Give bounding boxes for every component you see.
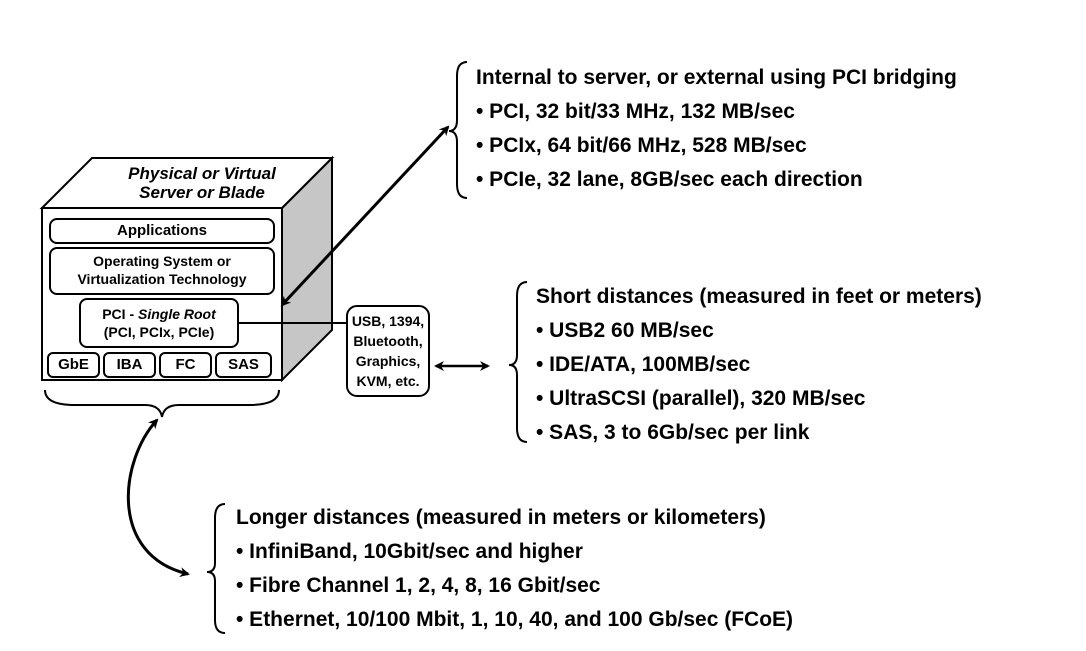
adapter-fc-box [159,352,212,378]
short-brace [508,281,528,443]
short-item-1: • USB2 60 MB/sec [536,319,714,342]
longer-heading: Longer distances (measured in meters or … [236,506,766,529]
short-item-4: • SAS, 3 to 6Gb/sec per link [536,421,810,444]
peripheral-line-4: KVM, etc. [356,373,420,389]
longer-item-1: • InfiniBand, 10Gbit/sec and higher [236,540,583,563]
internal-arrow [280,125,450,307]
internal-item-2: • PCIx, 64 bit/66 MHz, 528 MB/sec [476,134,807,157]
os-label: Operating System or Virtualization Techn… [50,252,274,288]
internal-item-3: • PCIe, 32 lane, 8GB/sec each direction [476,168,863,191]
internal-group: Internal to server, or external using PC… [476,61,957,197]
longer-arrow [126,418,190,578]
longer-item-2: • Fibre Channel 1, 2, 4, 8, 16 Gbit/sec [236,574,601,597]
peripheral-line-2: Bluetooth, [353,333,423,349]
applications-label: Applications [116,222,207,239]
longer-group: Longer distances (measured in meters or … [236,501,793,637]
peripheral-line-1: USB, 1394, [351,313,425,329]
adapter-gbe: GbE [58,356,89,373]
adapter-sas: SAS [228,356,259,373]
applications-box [49,218,275,244]
server-title-line1: Physical or Virtual [128,164,276,183]
adapter-iba: IBA [116,356,143,373]
server-title: Physical or Virtual Server or Blade [92,164,312,202]
adapter-sas-box [215,352,272,378]
pci-label: PCI - Single Root (PCI, PCIx, PCIe) [80,305,238,341]
short-item-3: • UltraSCSI (parallel), 320 MB/sec [536,387,866,410]
short-item-2: • IDE/ATA, 100MB/sec [536,353,751,376]
server-title-line2: Server or Blade [139,183,265,202]
short-group: Short distances (measured in feet or met… [536,280,982,450]
os-label-line2: Virtualization Technology [77,271,247,287]
internal-brace [448,61,468,199]
adapter-gbe-box [47,352,100,378]
pci-prefix: PCI - [102,306,138,322]
pci-label-line2: (PCI, PCIx, PCIe) [103,324,215,340]
adapter-fc: FC [175,356,196,373]
peripheral-line-3: Graphics, [355,353,421,369]
internal-item-1: • PCI, 32 bit/33 MHz, 132 MB/sec [476,100,795,123]
adapter-iba-box [103,352,156,378]
internal-heading: Internal to server, or external using PC… [476,66,957,89]
longer-brace [206,503,226,634]
short-heading: Short distances (measured in feet or met… [536,285,982,308]
pci-single-root: Single Root [138,306,216,322]
server-cube [39,155,335,383]
pci-label-line1: PCI - Single Root [80,305,238,323]
server-bottom-brace [44,389,280,418]
os-label-line1: Operating System or [93,253,231,269]
os-box [49,247,275,295]
peripheral-label: USB, 1394, Bluetooth, Graphics, KVM, etc… [347,311,429,391]
longer-item-3: • Ethernet, 10/100 Mbit, 1, 10, 40, and … [236,608,794,631]
